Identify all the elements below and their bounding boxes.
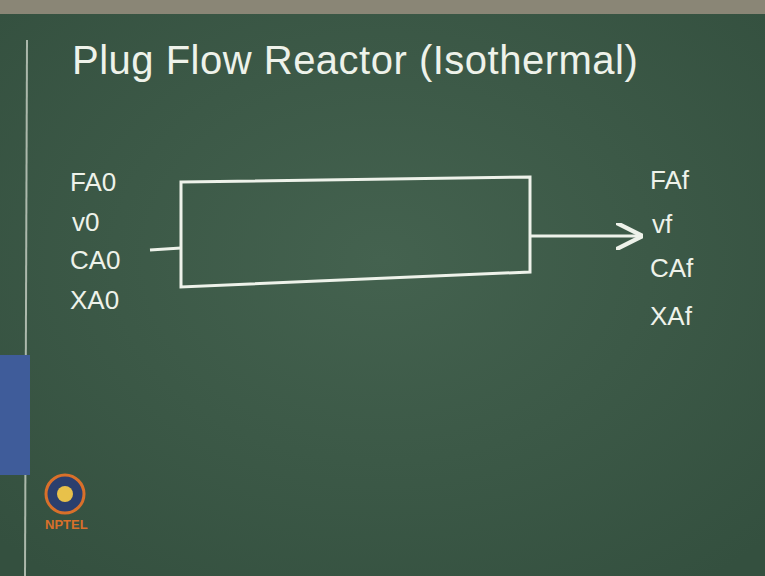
outlet-variable: CAf <box>650 254 693 283</box>
inlet-variable: CA0 <box>70 246 121 275</box>
inlet-variable: v0 <box>72 208 99 237</box>
outlet-variable: XAf <box>650 302 692 331</box>
reactor-tube <box>181 177 530 287</box>
board-edge-line <box>25 40 27 576</box>
inlet-variable: XA0 <box>70 286 119 315</box>
logo-text: NPTEL <box>45 518 88 532</box>
outlet-arrow <box>530 235 640 238</box>
board-title: Plug Flow Reactor (Isothermal) <box>72 38 638 82</box>
inlet-variable: FA0 <box>70 168 116 197</box>
outlet-variable: FAf <box>650 166 689 195</box>
nptel-logo <box>46 475 84 513</box>
sleeve <box>0 355 30 475</box>
board-frame <box>0 0 765 14</box>
inlet-line <box>150 248 181 250</box>
outlet-variable: vf <box>652 210 672 239</box>
